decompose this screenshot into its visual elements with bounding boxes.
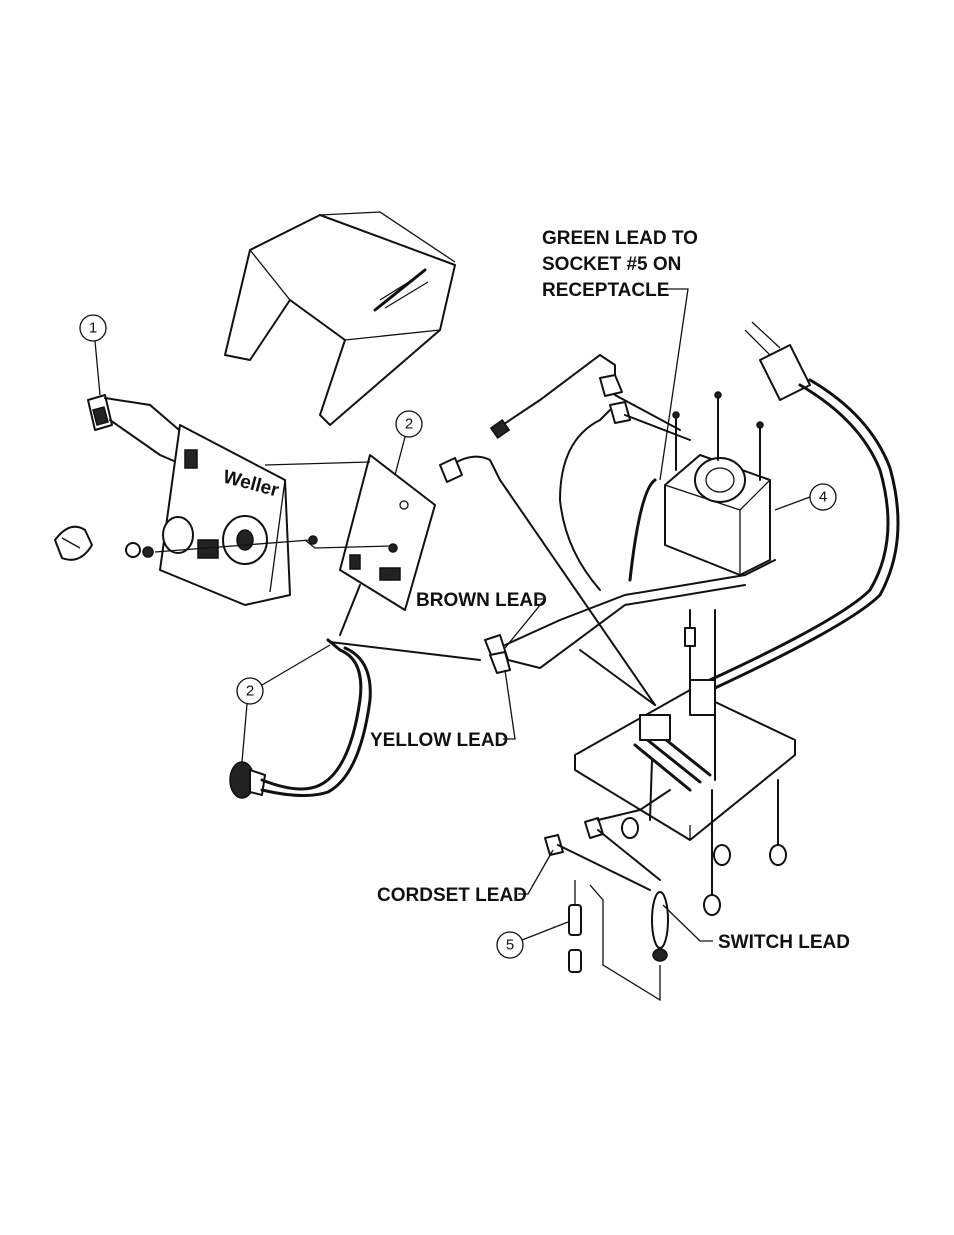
pc-board [264, 454, 436, 611]
svg-text:CORDSET LEAD: CORDSET LEAD [377, 885, 527, 906]
transformer [628, 391, 771, 582]
svg-text:2: 2 [246, 683, 254, 700]
svg-text:1: 1 [89, 320, 97, 337]
callout-4: 4 [774, 483, 837, 511]
power-switch [87, 394, 196, 471]
svg-text:BROWN LEAD: BROWN LEAD [416, 590, 547, 611]
power-cord-plug [708, 321, 900, 690]
label-cordset-lead: CORDSET LEAD [377, 849, 554, 906]
svg-text:4: 4 [819, 489, 827, 506]
svg-text:SWITCH LEAD: SWITCH LEAD [718, 932, 850, 953]
control-knob [54, 525, 311, 561]
svg-text:YELLOW LEAD: YELLOW LEAD [370, 730, 508, 751]
svg-text:RECEPTACLE: RECEPTACLE [542, 280, 669, 301]
iron-holder-stand [224, 211, 456, 426]
svg-text:5: 5 [506, 937, 514, 954]
callout-2-board: 2 [394, 410, 423, 476]
upper-leads [439, 353, 691, 706]
callout-2-receptacle: 2 [236, 644, 331, 763]
label-brown-lead: BROWN LEAD [416, 590, 547, 649]
front-panel: Weller [159, 424, 291, 606]
svg-text:SOCKET #5 ON: SOCKET #5 ON [542, 254, 681, 275]
svg-text:2: 2 [405, 416, 413, 433]
svg-text:GREEN LEAD TO: GREEN LEAD TO [542, 228, 698, 249]
iron-receptacle-cable [229, 584, 481, 799]
label-yellow-lead: YELLOW LEAD [370, 669, 516, 751]
brown-yellow-leads [484, 559, 776, 674]
label-green-lead: GREEN LEAD TO SOCKET #5 ON RECEPTACLE [542, 228, 698, 481]
fuse [568, 884, 661, 1002]
callout-1: 1 [79, 314, 107, 396]
callout-5: 5 [496, 921, 569, 959]
label-switch-lead: SWITCH LEAD [662, 904, 850, 953]
